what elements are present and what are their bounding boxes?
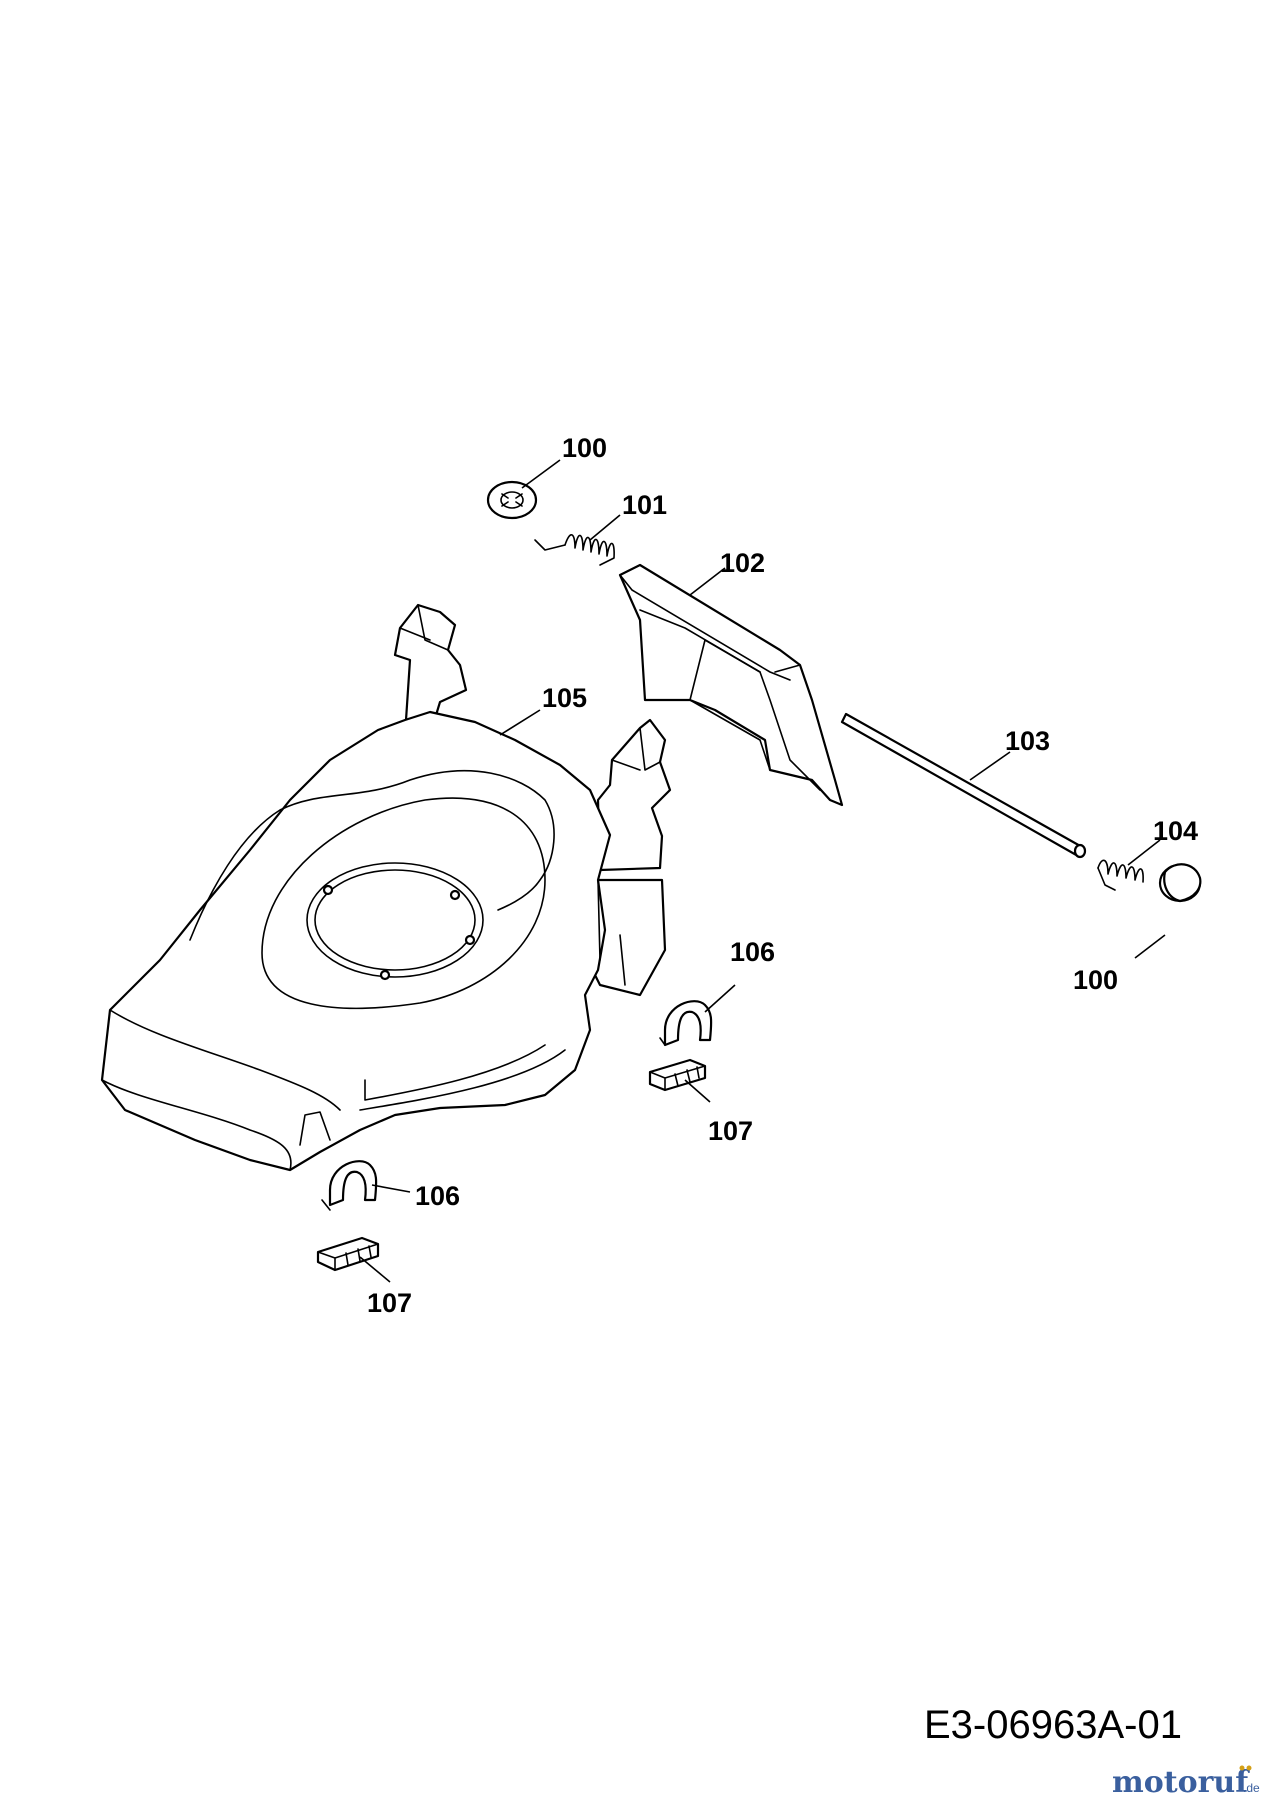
callout-103: 103 xyxy=(1005,726,1050,756)
rear-flap-drawing xyxy=(618,563,844,807)
callout-102: 102 xyxy=(720,548,765,578)
leader-107-right xyxy=(684,1079,711,1103)
callout-107-left: 107 xyxy=(367,1288,412,1318)
leader-103 xyxy=(969,751,1011,781)
leader-lines xyxy=(359,459,1166,1283)
callout-107-right: 107 xyxy=(708,1116,753,1146)
height-clip-left-icon xyxy=(321,1160,378,1211)
drawing-id: E3-06963A-01 xyxy=(924,1703,1182,1747)
leader-102 xyxy=(689,567,726,596)
callout-105: 105 xyxy=(542,683,587,713)
motoruf-logo: motoruf .de xyxy=(1112,1765,1260,1800)
callout-100-top: 100 xyxy=(562,433,607,463)
leader-101 xyxy=(589,514,621,541)
leader-105 xyxy=(499,709,541,736)
leader-106-left xyxy=(371,1184,411,1193)
callout-100-right: 100 xyxy=(1073,965,1118,995)
torsion-spring-icon xyxy=(534,534,615,566)
leader-104 xyxy=(1127,839,1161,866)
axle-rod-icon xyxy=(840,712,1087,859)
clip-holder-right-icon xyxy=(648,1058,707,1092)
leader-106-right xyxy=(704,984,736,1013)
clip-holder-left-icon xyxy=(316,1236,380,1272)
logo-text: motoruf xyxy=(1112,1765,1250,1800)
callout-106-right: 106 xyxy=(730,937,775,967)
leader-100-top xyxy=(521,459,561,489)
mower-deck-drawing xyxy=(100,603,672,1172)
height-clip-right-icon xyxy=(659,1000,713,1047)
leader-107-left xyxy=(359,1256,391,1283)
callout-101: 101 xyxy=(622,490,667,520)
torsion-spring-right-icon xyxy=(1097,859,1144,891)
callout-labels: 100 101 102 103 104 105 106 107 106 107 … xyxy=(367,433,1198,1318)
callout-106-left: 106 xyxy=(415,1181,460,1211)
push-nut-washer-icon xyxy=(486,480,538,520)
leader-100-right xyxy=(1134,934,1166,959)
callout-104: 104 xyxy=(1153,816,1198,846)
logo-suffix: .de xyxy=(1243,1781,1260,1795)
end-cap-icon xyxy=(1158,863,1202,903)
